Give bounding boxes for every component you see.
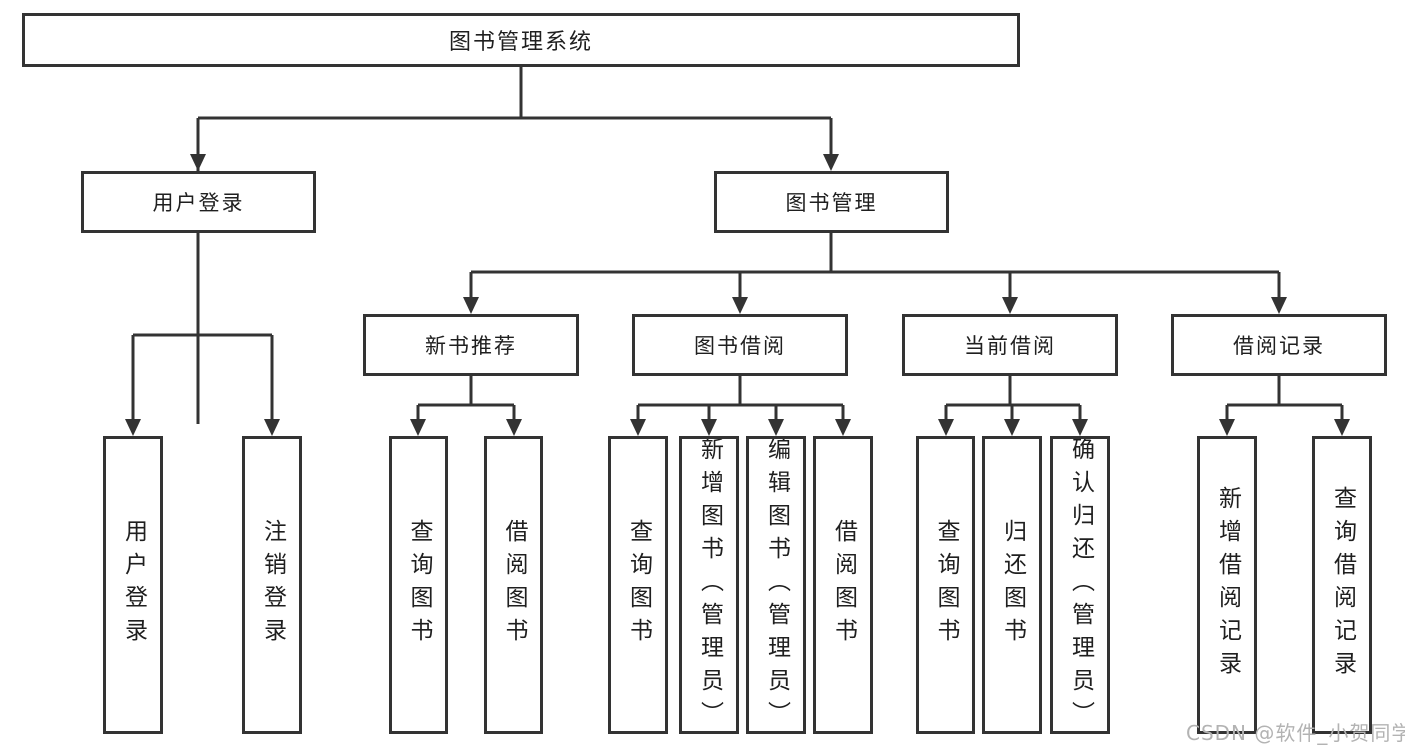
leaf-label: 确认归还（管理员） <box>1067 436 1094 734</box>
arrow-down-icon <box>410 419 426 436</box>
leaf-add-books-admin: 新增图书（管理员） <box>679 436 739 734</box>
leaf-label: 查询图书 <box>933 519 959 651</box>
leaf-query-borrow-record: 查询借阅记录 <box>1312 436 1372 734</box>
arrow-down-icon <box>732 297 748 314</box>
arrow-down-icon <box>463 297 479 314</box>
leaf-logout: 注销登录 <box>242 436 302 734</box>
arrow-down-icon <box>835 419 851 436</box>
node-book-management: 图书管理 <box>714 171 949 233</box>
arrow-down-icon <box>630 419 646 436</box>
arrow-down-icon <box>701 419 717 436</box>
node-system-root: 图书管理系统 <box>22 13 1020 67</box>
leaf-label: 新增图书（管理员） <box>696 436 723 734</box>
arrow-down-icon <box>264 419 280 436</box>
arrow-down-icon <box>506 419 522 436</box>
node-new-book-recommend: 新书推荐 <box>363 314 579 376</box>
leaf-label: 用户登录 <box>120 519 147 651</box>
leaf-add-borrow-record: 新增借阅记录 <box>1197 436 1257 734</box>
leaf-query-books-recommend: 查询图书 <box>389 436 448 734</box>
node-borrowing-records: 借阅记录 <box>1171 314 1387 376</box>
leaf-query-books: 查询图书 <box>608 436 668 734</box>
node-label: 图书管理系统 <box>448 30 593 55</box>
node-current-borrowing: 当前借阅 <box>902 314 1118 376</box>
arrow-down-icon <box>1004 419 1020 436</box>
node-user-login: 用户登录 <box>81 171 316 233</box>
arrow-down-icon <box>1002 297 1018 314</box>
arrow-down-icon <box>1271 297 1287 314</box>
leaf-label: 查询借阅记录 <box>1329 486 1356 684</box>
arrow-down-icon <box>125 419 141 436</box>
connector-lines <box>131 67 1344 424</box>
arrow-down-icon <box>1219 419 1235 436</box>
leaf-label: 归还图书 <box>999 519 1026 651</box>
node-label: 新书推荐 <box>425 334 517 358</box>
node-label: 当前借阅 <box>964 334 1056 358</box>
arrow-down-icon <box>768 419 784 436</box>
arrow-down-icon <box>190 154 206 171</box>
leaf-label: 借阅图书 <box>501 519 527 651</box>
leaf-return-books: 归还图书 <box>982 436 1042 734</box>
watermark: CSDN @软件_小贺同学 <box>1186 721 1405 745</box>
node-label: 用户登录 <box>152 191 245 215</box>
leaf-label: 查询图书 <box>406 519 432 651</box>
leaf-label: 新增借阅记录 <box>1214 486 1241 684</box>
arrow-down-icon <box>1334 419 1350 436</box>
node-book-borrowing: 图书借阅 <box>632 314 848 376</box>
leaf-borrow-books: 借阅图书 <box>813 436 873 734</box>
leaf-edit-books-admin: 编辑图书（管理员） <box>746 436 806 734</box>
node-label: 借阅记录 <box>1233 334 1325 358</box>
leaf-label: 编辑图书（管理员） <box>763 436 790 734</box>
leaf-confirm-return-admin: 确认归还（管理员） <box>1050 436 1110 734</box>
node-label: 图书借阅 <box>694 334 786 358</box>
leaf-label: 查询图书 <box>625 519 652 651</box>
arrow-down-icon <box>1072 419 1088 436</box>
leaf-borrow-books-recommend: 借阅图书 <box>484 436 543 734</box>
leaf-label: 注销登录 <box>259 519 286 651</box>
node-label: 图书管理 <box>785 191 878 215</box>
leaf-user-login: 用户登录 <box>103 436 163 734</box>
arrow-down-icon <box>938 419 954 436</box>
arrow-down-icon <box>823 154 839 171</box>
leaf-query-books-current: 查询图书 <box>916 436 975 734</box>
leaf-label: 借阅图书 <box>830 519 857 651</box>
arrowhead-group <box>125 154 1350 436</box>
